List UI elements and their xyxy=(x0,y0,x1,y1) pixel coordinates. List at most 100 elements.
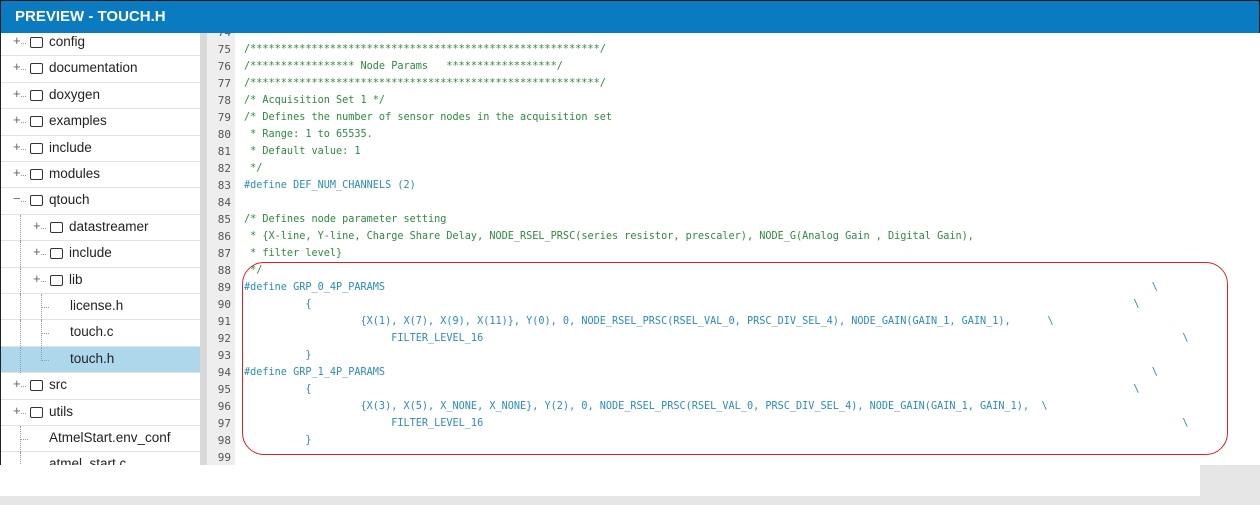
expand-icon[interactable]: + xyxy=(33,244,41,260)
tree-item-utils[interactable]: +utils xyxy=(1,400,200,426)
code-line: {X(1), X(7), X(9), X(11)}, Y(0), 0, NODE… xyxy=(244,316,1054,327)
line-number: 85 xyxy=(217,213,231,226)
tree-item-lib[interactable]: + lib xyxy=(1,267,200,294)
tree-guide xyxy=(41,280,46,282)
folder-icon xyxy=(30,63,43,75)
tree-item-atmelstart-env-conf[interactable]: AtmelStart.env_conf xyxy=(1,426,200,453)
line-number: 87 xyxy=(217,247,231,260)
line-number-gutter: 7475767778798081828384858687888990919293… xyxy=(207,33,235,465)
expand-icon[interactable]: + xyxy=(13,112,21,128)
tree-item-touch-c[interactable]: touch.c xyxy=(1,320,200,347)
tree-guide xyxy=(21,122,26,124)
tree-item-label: examples xyxy=(49,113,107,129)
tree-guide xyxy=(20,294,21,320)
tree-guide xyxy=(41,359,49,361)
code-line: /***************** Node Params *********… xyxy=(244,61,563,72)
tree-item-modules[interactable]: + modules xyxy=(1,162,200,189)
folder-icon xyxy=(50,221,63,233)
tree-item-config[interactable]: + config xyxy=(1,33,200,57)
code-line: */ xyxy=(244,265,263,276)
expand-icon[interactable]: + xyxy=(13,376,21,392)
tree-guide xyxy=(20,267,21,294)
tree-item-label: src xyxy=(49,377,67,393)
tree-item-label: atmel_start.c xyxy=(49,456,127,465)
collapse-icon[interactable]: − xyxy=(13,191,21,207)
tree-item-touch-h[interactable]: touch.h xyxy=(1,346,200,374)
line-number: 99 xyxy=(217,451,231,464)
tree-item-qtouch[interactable]: −qtouch xyxy=(1,188,200,215)
line-number: 92 xyxy=(217,332,231,345)
folder-icon xyxy=(30,116,43,128)
tree-item-label: documentation xyxy=(49,60,138,76)
tree-item-label: modules xyxy=(49,166,101,181)
line-number: 91 xyxy=(217,315,231,328)
tree-guide xyxy=(21,412,26,414)
horizontal-scrollbar[interactable] xyxy=(0,496,1260,505)
code-line: /* Defines node parameter setting xyxy=(244,214,447,225)
expand-icon[interactable]: + xyxy=(13,59,21,75)
line-number: 75 xyxy=(217,43,231,56)
tree-item-src[interactable]: + src xyxy=(1,373,200,400)
expand-icon[interactable]: + xyxy=(13,33,21,48)
line-number: 88 xyxy=(217,264,231,277)
code-line: #define GRP_0_4P_PARAMS \ xyxy=(244,282,1158,293)
tree-item-examples[interactable]: + examples xyxy=(1,109,200,136)
tree-guide xyxy=(21,386,26,388)
folder-icon xyxy=(30,37,43,48)
line-number: 79 xyxy=(217,111,231,124)
expand-icon[interactable]: + xyxy=(33,270,41,286)
tree-item-label: touch.c xyxy=(70,324,114,340)
line-number: 81 xyxy=(217,145,231,158)
tree-item-label: lib xyxy=(69,271,83,287)
folder-icon xyxy=(30,380,43,392)
line-number: 74 xyxy=(218,33,231,39)
folder-icon xyxy=(50,248,63,260)
tree-item-doxygen[interactable]: +doxygen xyxy=(1,83,200,110)
line-number: 76 xyxy=(217,60,231,73)
tree-item-include[interactable]: + include xyxy=(1,241,200,268)
tree-scrollbar[interactable] xyxy=(200,33,207,465)
folder-icon xyxy=(50,274,63,286)
line-number: 82 xyxy=(217,162,231,175)
tree-guide xyxy=(20,214,21,241)
line-number: 96 xyxy=(217,400,231,413)
tree-guide xyxy=(21,148,26,150)
tree-item-label: license.h xyxy=(70,298,124,313)
line-number: 93 xyxy=(217,349,231,362)
tree-item-datastreamer[interactable]: +datastreamer xyxy=(1,214,200,242)
tree-guide xyxy=(21,201,26,203)
tree-guide xyxy=(20,241,21,268)
line-number: 86 xyxy=(217,230,231,243)
tree-item-label: touch.h xyxy=(70,350,115,366)
tree-item-documentation[interactable]: + documentation xyxy=(1,56,200,83)
line-number: 97 xyxy=(217,417,231,430)
expand-icon[interactable]: + xyxy=(33,217,41,233)
expand-icon[interactable]: + xyxy=(13,165,21,180)
line-number: 83 xyxy=(217,179,231,192)
code-line: FILTER_LEVEL_16 \ xyxy=(244,418,1189,429)
tree-item-license-h[interactable]: license.h xyxy=(1,294,200,321)
tree-item-include[interactable]: +include xyxy=(1,136,200,162)
tree-item-label: include xyxy=(69,245,112,261)
line-number: 95 xyxy=(217,383,231,396)
folder-icon xyxy=(30,406,43,418)
code-line: /***************************************… xyxy=(244,78,606,89)
tree-guide xyxy=(20,320,21,347)
code-line: * filter level} xyxy=(244,248,343,259)
code-line: { \ xyxy=(244,299,1140,310)
line-number: 84 xyxy=(217,196,231,209)
expand-icon[interactable]: + xyxy=(13,85,21,101)
line-number: 80 xyxy=(217,128,231,141)
code-line: */ xyxy=(244,163,263,174)
code-view: /***************************************… xyxy=(235,33,1260,465)
title-bar: PREVIEW - TOUCH.H xyxy=(0,0,1260,33)
tree-item-atmel-start-c[interactable]: atmel_start.c xyxy=(1,452,200,465)
code-line: #define DEF_NUM_CHANNELS (2) xyxy=(244,180,416,191)
expand-icon[interactable]: + xyxy=(13,402,21,418)
code-line: * Default value: 1 xyxy=(244,146,361,157)
expand-icon[interactable]: + xyxy=(13,138,21,154)
tree-guide xyxy=(41,346,42,361)
tree-guide xyxy=(21,95,26,97)
line-number: 94 xyxy=(217,366,231,379)
tree-item-label: config xyxy=(49,34,86,49)
